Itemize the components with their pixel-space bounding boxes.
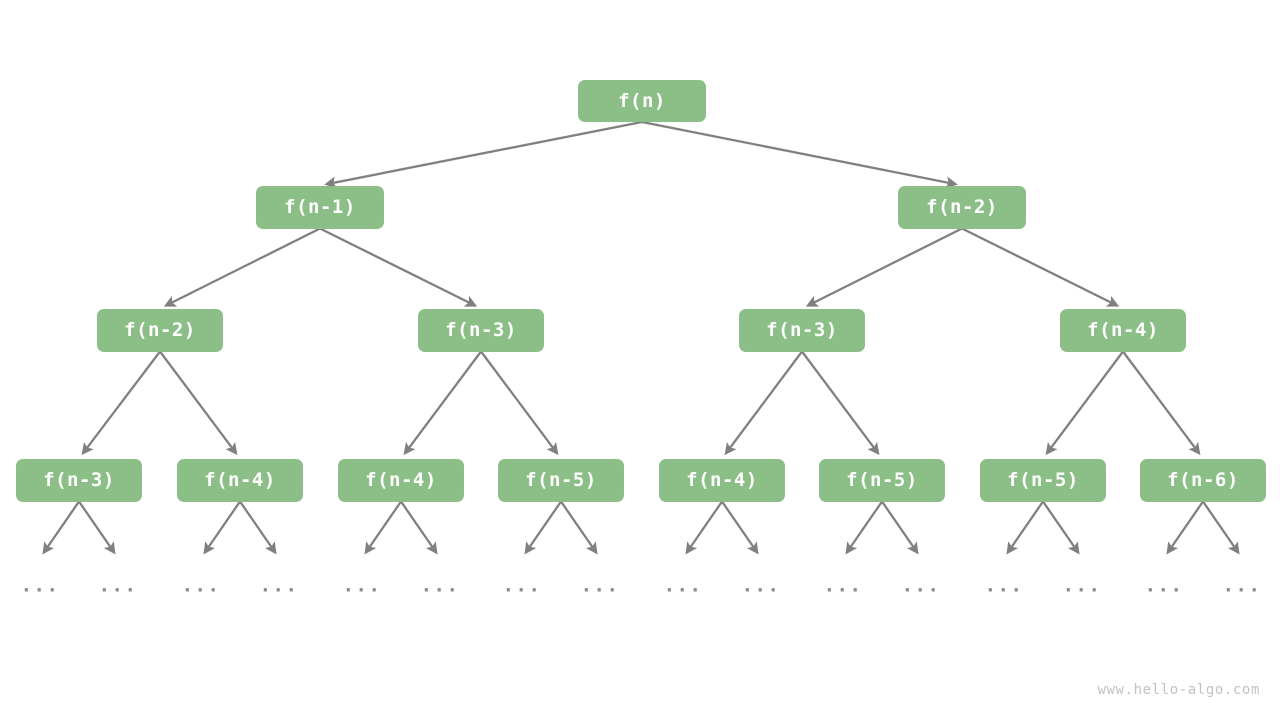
leaf-edge bbox=[400, 500, 438, 555]
tree-edge bbox=[480, 350, 559, 456]
tree-node: f(n-3) bbox=[16, 458, 142, 502]
leaf-edge bbox=[239, 500, 277, 555]
tree-node: f(n-3) bbox=[418, 308, 544, 352]
ellipsis-marker: ... bbox=[823, 574, 863, 597]
ellipsis-marker: ... bbox=[901, 574, 941, 597]
leaf-edge bbox=[881, 500, 919, 555]
leaf-edge bbox=[1006, 500, 1044, 555]
ellipsis-marker: ... bbox=[663, 574, 703, 597]
tree-edge bbox=[319, 227, 478, 307]
ellipsis-marker: ... bbox=[181, 574, 221, 597]
leaf-edge bbox=[364, 500, 402, 555]
ellipsis-marker: ... bbox=[420, 574, 460, 597]
tree-edge bbox=[81, 350, 161, 456]
tree-node: f(n-3) bbox=[739, 308, 865, 352]
watermark-label: www.hello-algo.com bbox=[1097, 682, 1260, 698]
tree-node: f(n-5) bbox=[498, 458, 624, 502]
ellipsis-marker: ... bbox=[98, 574, 138, 597]
ellipsis-marker: ... bbox=[741, 574, 781, 597]
tree-node: f(n-4) bbox=[659, 458, 785, 502]
ellipsis-marker: ... bbox=[1062, 574, 1102, 597]
leaf-edge bbox=[78, 500, 116, 555]
tree-edge bbox=[403, 350, 482, 456]
ellipsis-marker: ... bbox=[20, 574, 60, 597]
ellipsis-marker: ... bbox=[580, 574, 620, 597]
tree-node: f(n-1) bbox=[256, 185, 384, 229]
tree-edge bbox=[1122, 350, 1201, 456]
ellipsis-marker: ... bbox=[1144, 574, 1184, 597]
tree-node: f(n-6) bbox=[1140, 458, 1266, 502]
tree-edge bbox=[961, 227, 1120, 307]
tree-edges bbox=[42, 120, 1240, 555]
tree-node: f(n-5) bbox=[980, 458, 1106, 502]
tree-node: f(n-4) bbox=[338, 458, 464, 502]
tree-node: f(n-4) bbox=[177, 458, 303, 502]
leaf-edge bbox=[685, 500, 723, 555]
tree-node: f(n-4) bbox=[1060, 308, 1186, 352]
tree-node: f(n-5) bbox=[819, 458, 945, 502]
tree-edge bbox=[324, 120, 643, 189]
leaf-edge bbox=[560, 500, 598, 555]
ellipsis-marker: ... bbox=[984, 574, 1024, 597]
tree-edge bbox=[159, 350, 238, 456]
leaf-edge bbox=[42, 500, 80, 555]
tree-edge bbox=[805, 227, 963, 307]
leaf-edge bbox=[845, 500, 883, 555]
ellipsis-marker: ... bbox=[1222, 574, 1262, 597]
leaf-edge bbox=[1042, 500, 1080, 555]
tree-node: f(n-2) bbox=[97, 308, 223, 352]
leaf-edge bbox=[524, 500, 562, 555]
ellipsis-marker: ... bbox=[259, 574, 299, 597]
tree-edge bbox=[801, 350, 880, 456]
tree-node: f(n-2) bbox=[898, 185, 1026, 229]
tree-edge bbox=[163, 227, 321, 307]
leaf-edge bbox=[203, 500, 241, 555]
ellipsis-marker: ... bbox=[502, 574, 542, 597]
leaf-edge bbox=[721, 500, 759, 555]
tree-edge bbox=[724, 350, 803, 456]
tree-node: f(n) bbox=[578, 80, 706, 122]
tree-edge bbox=[1045, 350, 1124, 456]
leaf-edge bbox=[1166, 500, 1204, 555]
tree-edge bbox=[641, 120, 958, 189]
leaf-edge bbox=[1202, 500, 1240, 555]
ellipsis-marker: ... bbox=[342, 574, 382, 597]
